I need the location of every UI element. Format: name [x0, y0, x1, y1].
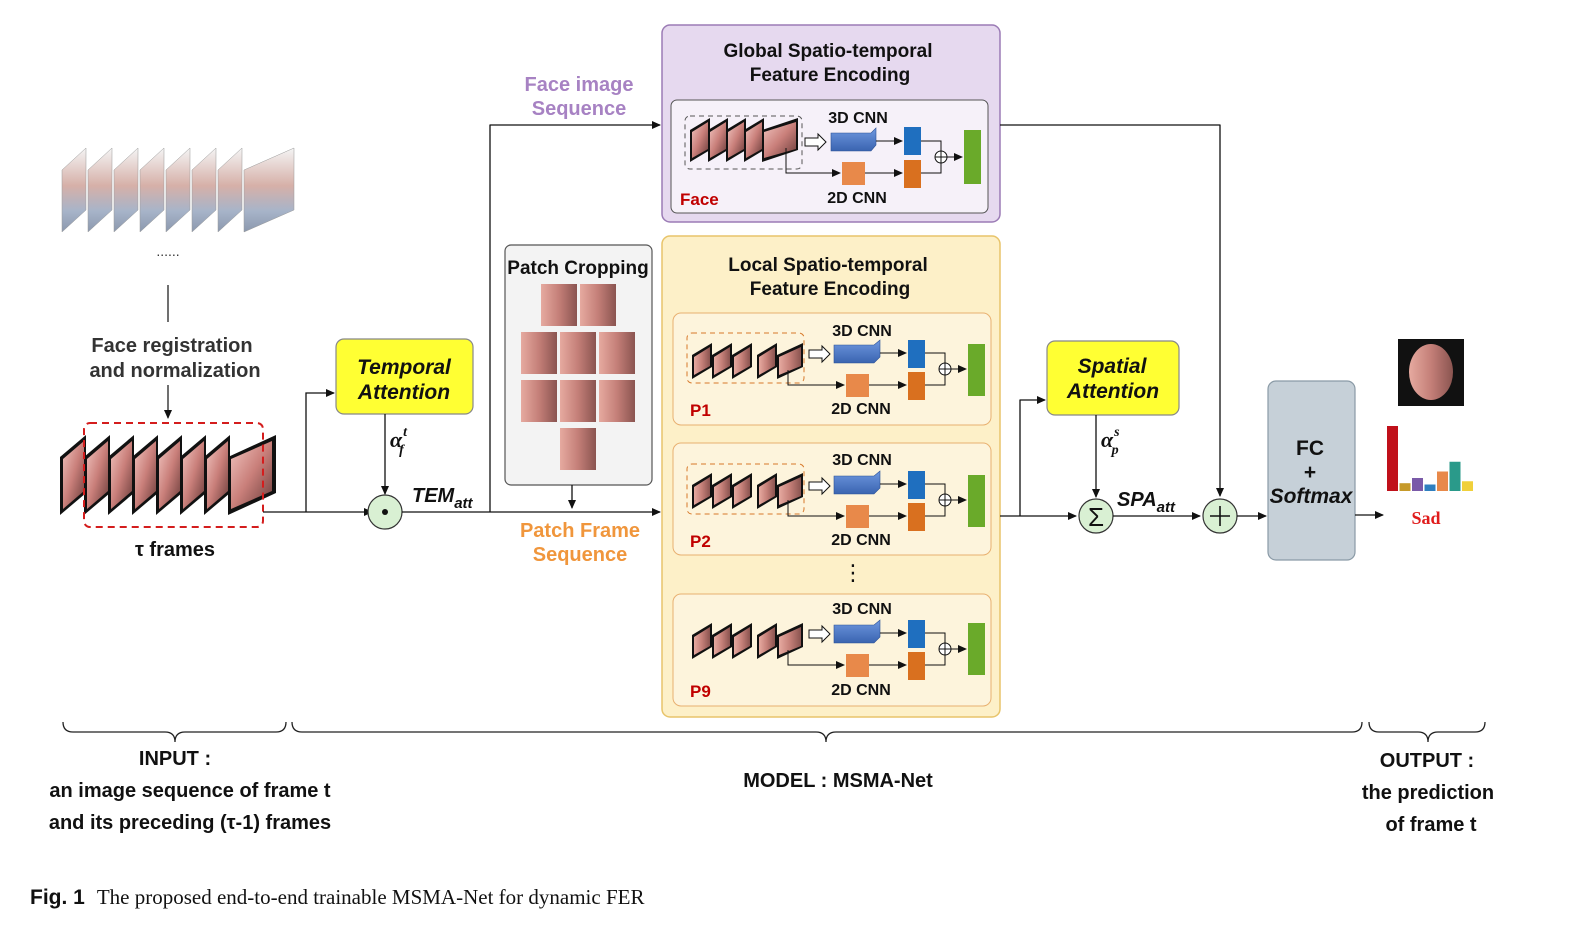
fc-label: FC [1296, 437, 1324, 460]
temporal-attention-label-1: Temporal [357, 356, 452, 379]
frames-inner-dots: ...... [159, 508, 177, 520]
face-patches [521, 284, 635, 470]
local-branch-p1: 3D CNN 2D CNN P1 [672, 312, 992, 426]
output-brace [1368, 721, 1486, 743]
spatial-attention-box [1046, 340, 1180, 416]
p1-tag: P1 [690, 401, 711, 420]
local-branch-p2: 3D CNN 2D CNN P2 [672, 442, 992, 556]
output-bar-7 [1462, 481, 1473, 491]
p9-3d-cnn-label: 3D CNN [832, 601, 892, 618]
output-prediction-label: Sad [1411, 508, 1440, 528]
registration-label-1: Face registration [91, 335, 252, 357]
input-desc-1: an image sequence of frame t [49, 780, 331, 802]
figure-caption: Fig. 1 The proposed end-to-end trainable … [30, 885, 644, 909]
p9-tag: P9 [690, 682, 711, 701]
tau-window [83, 422, 264, 528]
output-bar-2 [1399, 483, 1411, 491]
face-image-sequence-2: Sequence [532, 98, 626, 120]
caption-label: Fig. 1 [30, 886, 85, 909]
output-desc-2: of frame t [1385, 814, 1476, 836]
output-face-image [1398, 339, 1464, 406]
global-title-2: Feature Encoding [750, 65, 910, 86]
model-label: MODEL : MSMA-Net [743, 770, 933, 792]
svg-text:Σ: Σ [1088, 502, 1104, 532]
patch-frame-sequence-2: Sequence [533, 544, 627, 566]
output-bar-4 [1424, 484, 1436, 491]
global-3d-cnn-label: 3D CNN [828, 110, 888, 127]
global-2d-cnn-label: 2D CNN [827, 190, 887, 207]
patch-cropping-title: Patch Cropping [507, 258, 648, 279]
p1-2d-cnn-label: 2D CNN [831, 401, 891, 418]
output-title: OUTPUT : [1380, 750, 1474, 772]
tau-frames-label: τ frames [135, 539, 215, 561]
aligned-face-stack [60, 435, 276, 515]
spatial-attention-label-1: Spatial [1078, 355, 1148, 378]
output-bar-1 [1387, 426, 1398, 491]
global-face-frames [690, 118, 798, 162]
vertical-ellipsis: ⋮ [842, 560, 864, 585]
p1-3d-cnn-label: 3D CNN [832, 323, 892, 340]
model-brace [291, 721, 1363, 743]
local-branch-p9: 3D CNN 2D CNN P9 [672, 593, 992, 707]
output-bar-5 [1437, 471, 1448, 491]
temporal-attention-box [335, 338, 474, 415]
output-bar-3 [1412, 478, 1423, 491]
local-title-2: Feature Encoding [750, 279, 910, 300]
global-3d-cnn-block [830, 127, 877, 152]
fc-softmax-box [1267, 380, 1356, 561]
global-feature-vector [964, 130, 981, 184]
p2-2d-cnn-label: 2D CNN [831, 532, 891, 549]
output-desc-1: the prediction [1362, 782, 1494, 804]
p9-2d-cnn-label: 2D CNN [831, 682, 891, 699]
input-desc-2: and its preceding (τ-1) frames [49, 812, 331, 834]
registration-label-2: and normalization [89, 360, 260, 382]
output-probability-chart [1387, 426, 1473, 491]
global-2d-cnn-block [842, 162, 865, 185]
plus-label: + [1304, 461, 1316, 484]
tem-att-label: TEMatt [412, 485, 474, 512]
patch-frame-sequence-1: Patch Frame [520, 520, 640, 542]
global-face-tag: Face [680, 190, 719, 209]
p2-tag: P2 [690, 532, 711, 551]
local-title-1: Local Spatio-temporal [728, 255, 928, 276]
p2-3d-cnn-label: 3D CNN [832, 452, 892, 469]
output-bar-6 [1449, 461, 1461, 491]
caption-text: The proposed end-to-end trainable MSMA-N… [97, 885, 645, 909]
softmax-label: Softmax [1270, 485, 1354, 508]
face-image-sequence-1: Face image [525, 74, 634, 96]
input-title: INPUT : [139, 748, 211, 770]
spa-att-label: SPAatt [1117, 489, 1176, 516]
input-brace [62, 721, 287, 743]
temporal-attention-label-2: Attention [357, 381, 450, 404]
spatial-attention-label-2: Attention [1066, 380, 1159, 403]
global-title-1: Global Spatio-temporal [723, 41, 932, 62]
raw-frames-dots: ...... [156, 243, 179, 259]
raw-frame-stack [61, 147, 295, 233]
